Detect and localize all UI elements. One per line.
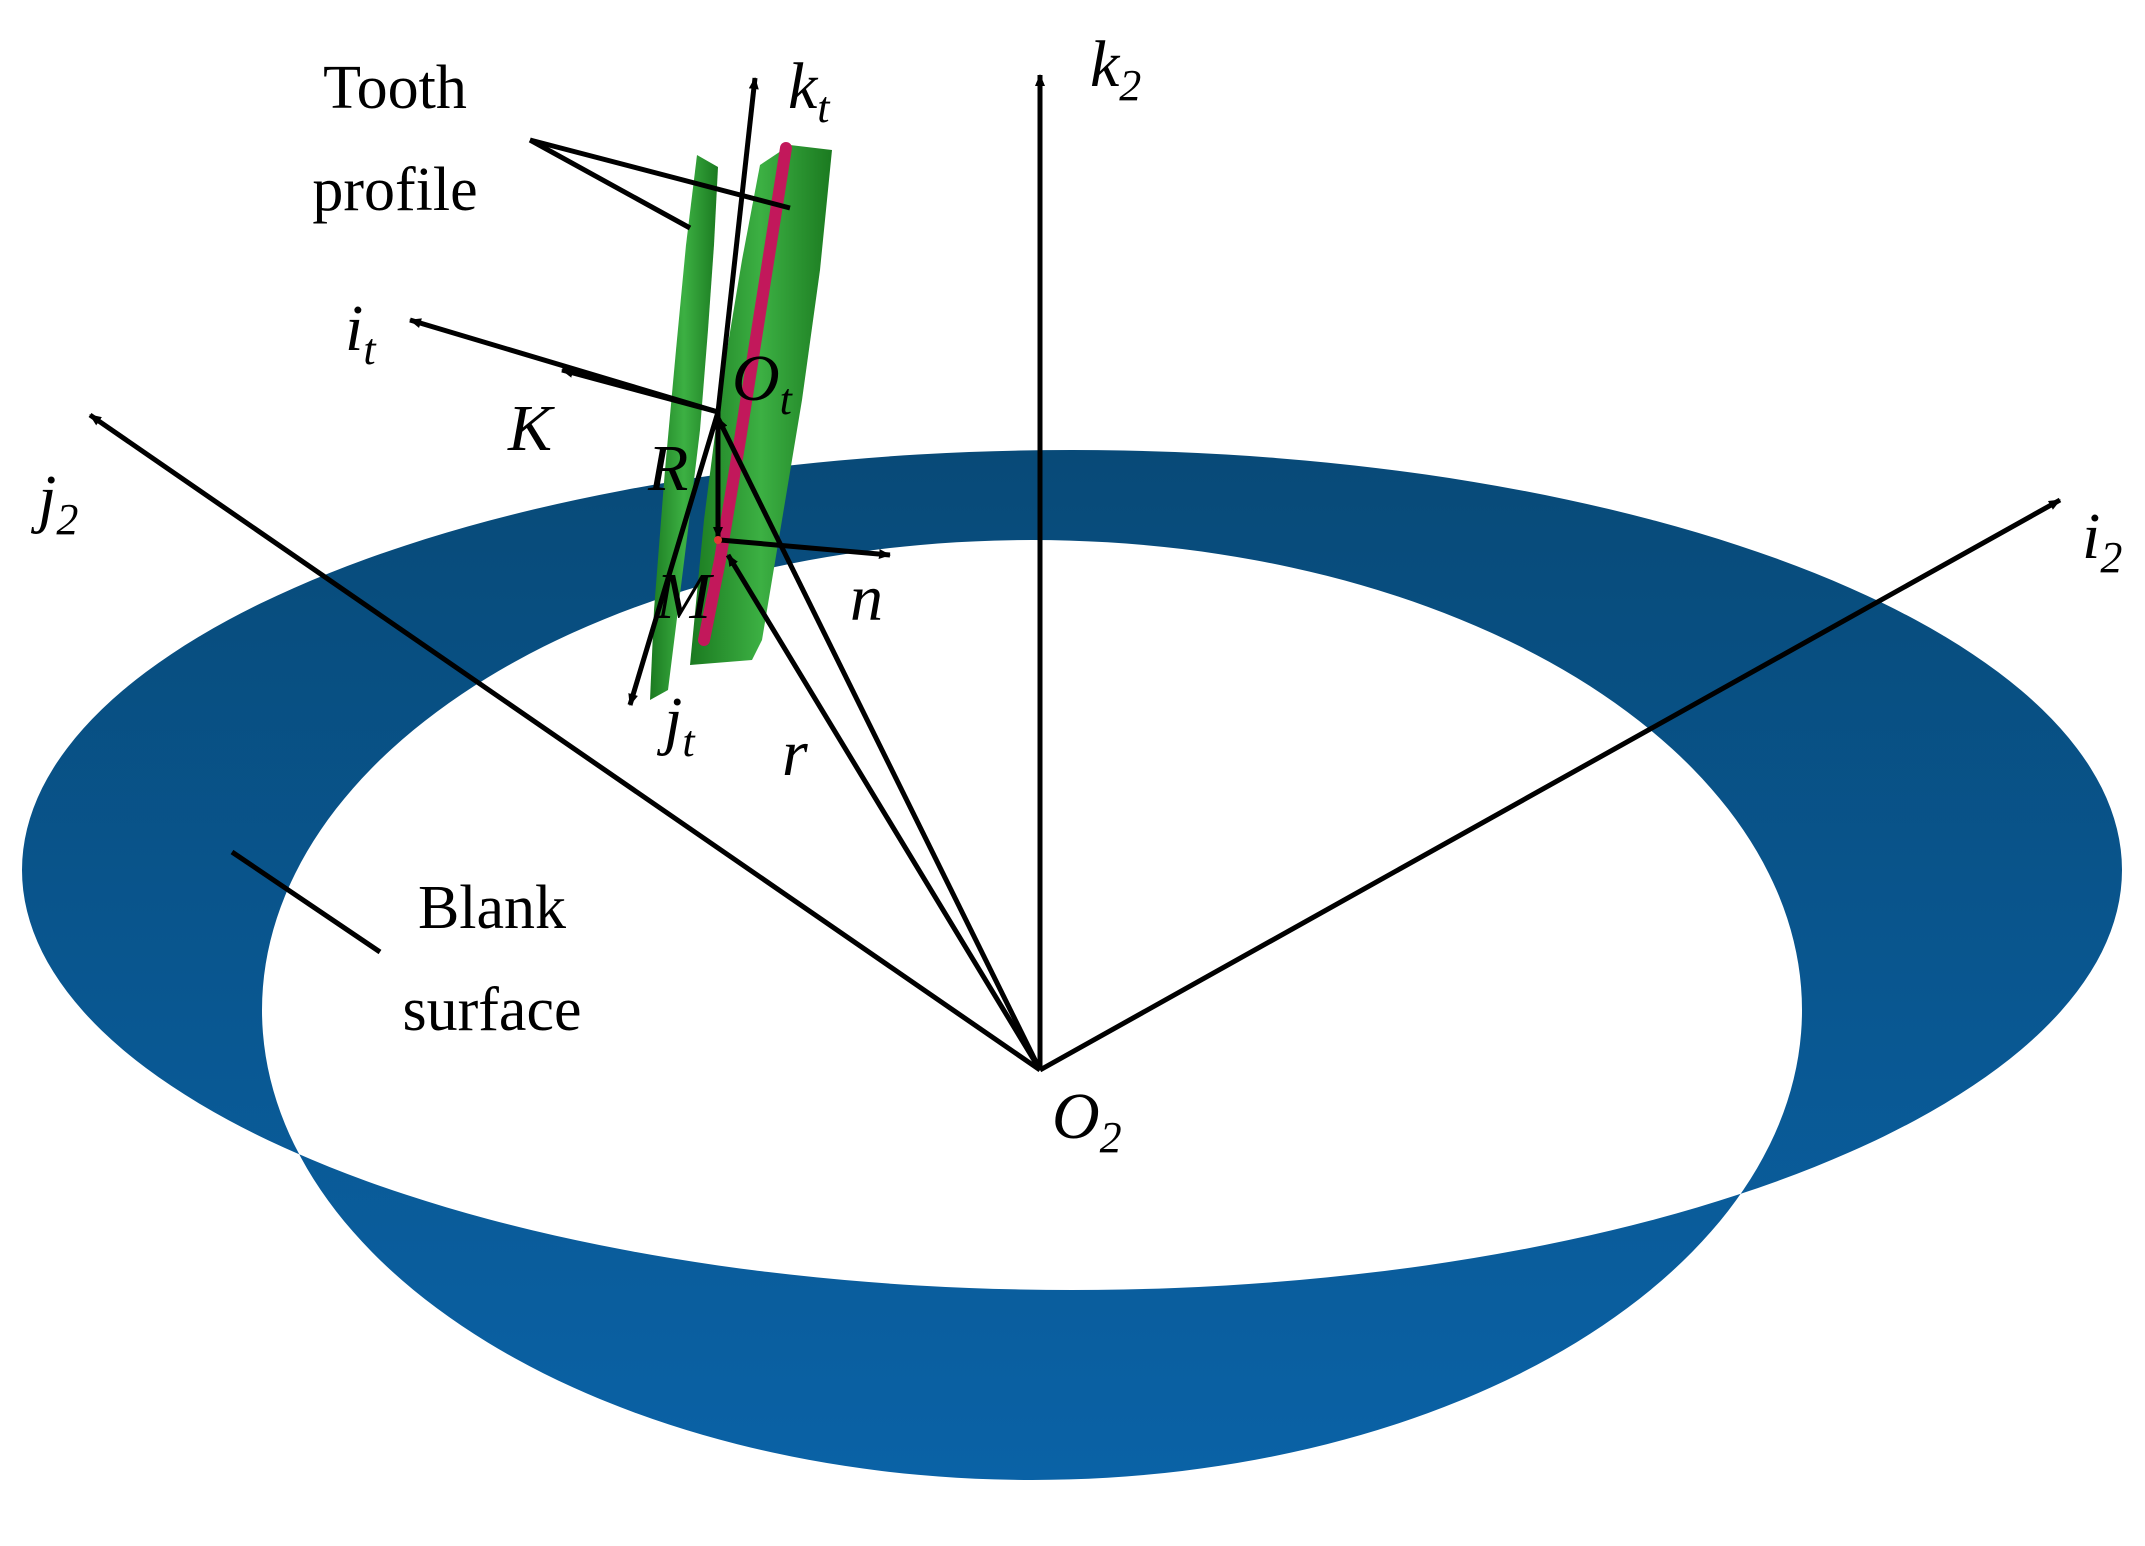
- vector-r: [725, 553, 1043, 1072]
- jt-axis: [627, 411, 721, 706]
- leader-lines: [230, 137, 791, 955]
- Ot-label-main: O: [732, 342, 780, 415]
- tooth-profile: [650, 142, 832, 700]
- O2-label: O2: [1052, 1080, 1122, 1162]
- tooth-frame-axes: [409, 77, 891, 706]
- O2-label-sub: 2: [1100, 1113, 1122, 1162]
- r-label: r: [782, 717, 808, 790]
- blank-surface-label-line2: surface: [403, 976, 582, 1044]
- n-vector: [719, 537, 891, 560]
- it-label-sub: t: [363, 325, 377, 374]
- j2-label-main: j: [30, 462, 56, 535]
- j2-label: j2: [30, 462, 78, 544]
- tooth-profile-label-line2: profile: [312, 156, 477, 224]
- blank-surface-label-line1: Blank: [418, 874, 566, 942]
- O2-label-main: O: [1052, 1080, 1100, 1153]
- tooth-contact-line: [698, 142, 792, 646]
- jt-label: jt: [656, 684, 696, 766]
- tooth-strip-left: [650, 155, 718, 700]
- vector-r-to-Ot: [715, 416, 1043, 1072]
- tooth-leader-left: [528, 137, 692, 231]
- K-label: K: [507, 392, 555, 465]
- i2-axis: [1038, 497, 2062, 1073]
- global-axes: [88, 74, 2062, 1073]
- K-vector: [561, 367, 719, 415]
- R-label: R: [647, 432, 688, 505]
- i2-label: i2: [2082, 500, 2122, 582]
- M-label: M: [655, 560, 715, 633]
- tooth-leader-right: [529, 137, 791, 211]
- i2-label-sub: 2: [2100, 533, 2122, 582]
- n-label: n: [850, 562, 883, 635]
- Ot-label: Ot: [732, 342, 794, 424]
- k2-label: k2: [1090, 28, 1141, 110]
- j2-axis: [88, 412, 1042, 1073]
- k2-label-main: k: [1090, 28, 1121, 101]
- kt-label-main: k: [788, 50, 819, 123]
- blank-surface-ring: [22, 449, 2122, 1480]
- it-label: it: [345, 292, 377, 374]
- kt-axis: [715, 77, 759, 413]
- kt-label: kt: [788, 50, 831, 132]
- kt-label-sub: t: [817, 83, 831, 132]
- jt-label-main: j: [656, 684, 682, 757]
- j2-label-sub: 2: [56, 495, 78, 544]
- Ot-label-sub: t: [780, 375, 794, 424]
- blank-leader: [230, 849, 382, 955]
- k2-label-sub: 2: [1119, 61, 1141, 110]
- it-label-main: i: [345, 292, 363, 365]
- tooth-profile-label-line1: Tooth: [323, 54, 467, 122]
- point-M-marker: [714, 536, 722, 544]
- i2-label-main: i: [2082, 500, 2100, 573]
- jt-label-sub: t: [682, 717, 696, 766]
